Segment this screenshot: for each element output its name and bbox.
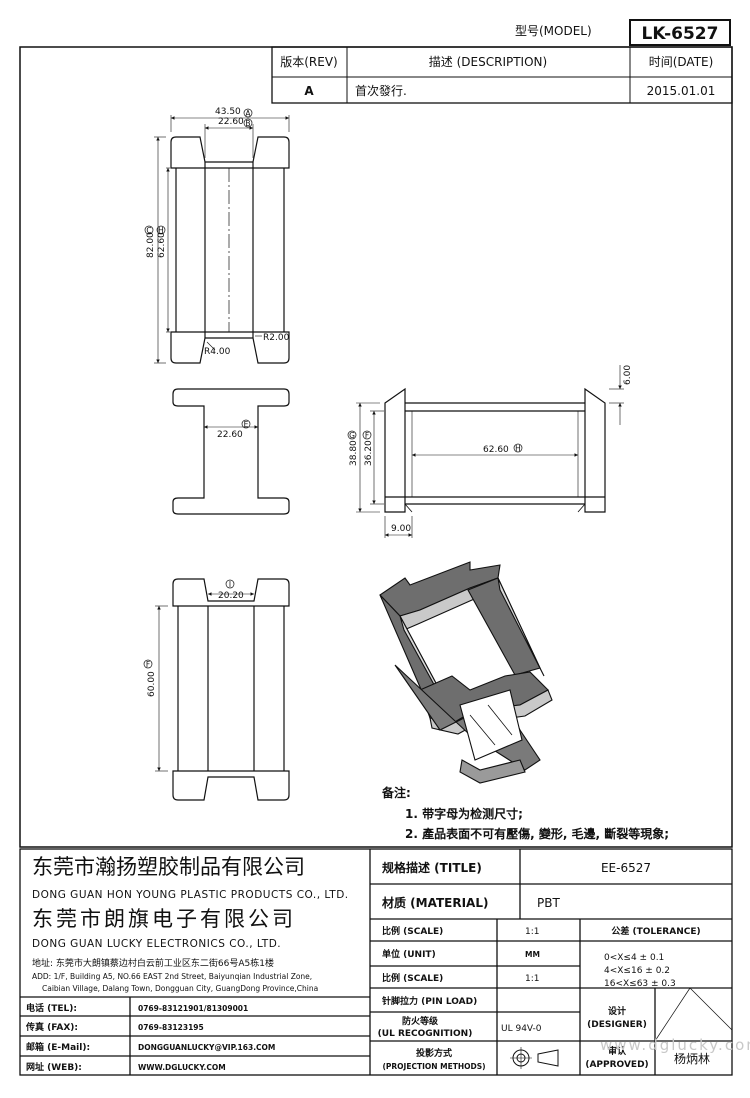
top-view [154,115,290,364]
approved-label-2: (APPROVED) [585,1060,648,1070]
tel-label: 电话 (TEL): [26,1002,77,1014]
company-addr-en-2: Caibian Village, Dalang Town, Dongguan C… [42,984,318,993]
marker-f-bottom: F [143,659,153,669]
approved-label-1: 审认 [608,1045,627,1057]
marker-i: I [225,579,235,589]
fax-label: 传真 (FAX): [25,1021,78,1033]
date-value: 2015.01.01 [647,84,716,98]
isometric-view [379,561,553,784]
desc-value: 首次發行. [355,83,407,98]
scale-value: 1:1 [525,927,539,937]
dim-9-00: 9.00 [391,524,411,534]
svg-text:H: H [158,226,164,235]
tolerance-row-2: 4<X≤16 ± 0.2 [604,966,670,976]
notes-title: 备注: [381,785,411,800]
dim-62-60-side: 62.60 [483,445,509,455]
dim-82-00: 82.00 [146,232,156,258]
dim-38-80: 38.80 [349,440,359,466]
dim-22-60-top: 22.60 [218,117,244,127]
tel-value: 0769-83121901/81309001 [138,1004,248,1013]
front-view [172,388,290,515]
svg-text:C: C [146,226,151,235]
desc-header: 描述 (DESCRIPTION) [429,55,547,69]
designer-label-1: 设计 [608,1005,626,1017]
projection-label-1: 投影方式 [416,1047,452,1059]
company-en-2: DONG GUAN LUCKY ELECTRONICS CO., LTD. [32,938,281,950]
rev-header: 版本(REV) [280,55,338,69]
company-en-1: DONG GUAN HON YOUNG PLASTIC PRODUCTS CO.… [32,889,349,901]
scale2-value: 1:1 [525,974,539,984]
marker-f-side: F [362,430,372,440]
ul-label-1: 防火等级 [402,1015,439,1027]
side-view [356,365,624,538]
company-cn-1: 东莞市瀚扬塑胶制品有限公司 [32,855,305,879]
date-header: 时间(DATE) [649,55,714,69]
tolerance-row-3: 16<X≤63 ± 0.3 [604,979,676,989]
material-label: 材质 (MATERIAL) [381,895,488,910]
ul-value: UL 94V-0 [501,1024,542,1034]
notes-line-1: 1. 带字母为检测尺寸; [405,806,523,821]
bottom-view [155,578,290,801]
model-box [629,19,731,46]
marker-b: B [243,118,253,128]
projection-label-2: (PROJECTION METHODS) [382,1062,485,1071]
web-value[interactable]: WWW.DGLUCKY.COM [138,1063,226,1072]
pin-load-label: 针脚拉力 (PIN LOAD) [382,995,477,1007]
ul-label-2: (UL RECOGNITION) [378,1029,473,1039]
marker-h-side: H [513,443,523,453]
rev-value: A [304,84,314,98]
tolerance-row-1: 0<X≤4 ± 0.1 [604,953,664,963]
web-label: 网址 (WEB): [26,1061,82,1073]
title-label: 规格描述 (TITLE) [382,860,482,875]
scale-label: 比例 (SCALE) [382,925,443,937]
dim-6-00: 6.00 [623,365,633,385]
marker-a: A [243,108,253,118]
approved-value: 杨炳林 [674,1051,710,1066]
projection-symbol-icon [510,1047,559,1069]
company-addr-en-1: ADD: 1/F, Building A5, NO.66 EAST 2nd St… [32,972,312,981]
svg-text:F: F [146,660,150,669]
dim-20-20: 20.20 [218,591,244,601]
marker-g: G [347,430,357,440]
marker-h-top: H [156,225,166,235]
title-value: EE-6527 [601,861,651,875]
dim-62-60-top: 62.60 [157,232,167,258]
unit-value: MM [525,950,540,959]
designer-label-2: (DESIGNER) [587,1020,647,1030]
dim-43-50: 43.50 [215,107,241,117]
material-value: PBT [537,896,560,910]
model-value: LK-6527 [642,24,719,44]
dim-22-60-front: 22.60 [217,430,243,440]
dim-r4: R4.00 [204,347,231,357]
marker-e: E [241,419,251,429]
main-frame [19,46,733,848]
svg-text:E: E [244,420,249,429]
svg-text:H: H [515,444,521,453]
company-addr-cn: 地址: 东莞市大朗镇蔡边村白云前工业区东二街66号A5栋1楼 [32,957,274,969]
fax-value: 0769-83123195 [138,1023,204,1032]
mail-label: 邮箱 (E-Mail): [26,1041,90,1053]
dim-60-00: 60.00 [147,671,157,697]
svg-text:B: B [245,119,250,128]
svg-text:G: G [349,431,355,440]
dim-36-20: 36.20 [364,440,374,466]
model-label: 型号(MODEL) [515,24,592,38]
unit-label: 单位 (UNIT) [382,948,436,960]
svg-text:I: I [229,580,231,589]
tolerance-label: 公差 (TOLERANCE) [611,925,700,937]
company-cn-2: 东莞市朗旗电子有限公司 [32,907,296,931]
scale2-label: 比例 (SCALE) [382,972,443,984]
dim-r2: R2.00 [263,333,290,343]
revision-table: 版本(REV) 描述 (DESCRIPTION) 时间(DATE) A 首次發行… [271,46,733,104]
watermark: www.dglucky.com [600,1036,750,1054]
svg-text:F: F [365,431,369,440]
notes-line-2: 2. 產品表面不可有壓傷, 變形, 毛邊, 斷裂等現象; [405,826,669,841]
svg-text:A: A [245,109,251,118]
title-block-frame [19,848,733,1076]
mail-value[interactable]: DONGGUANLUCKY@VIP.163.COM [138,1043,275,1052]
marker-c: C [144,225,154,235]
